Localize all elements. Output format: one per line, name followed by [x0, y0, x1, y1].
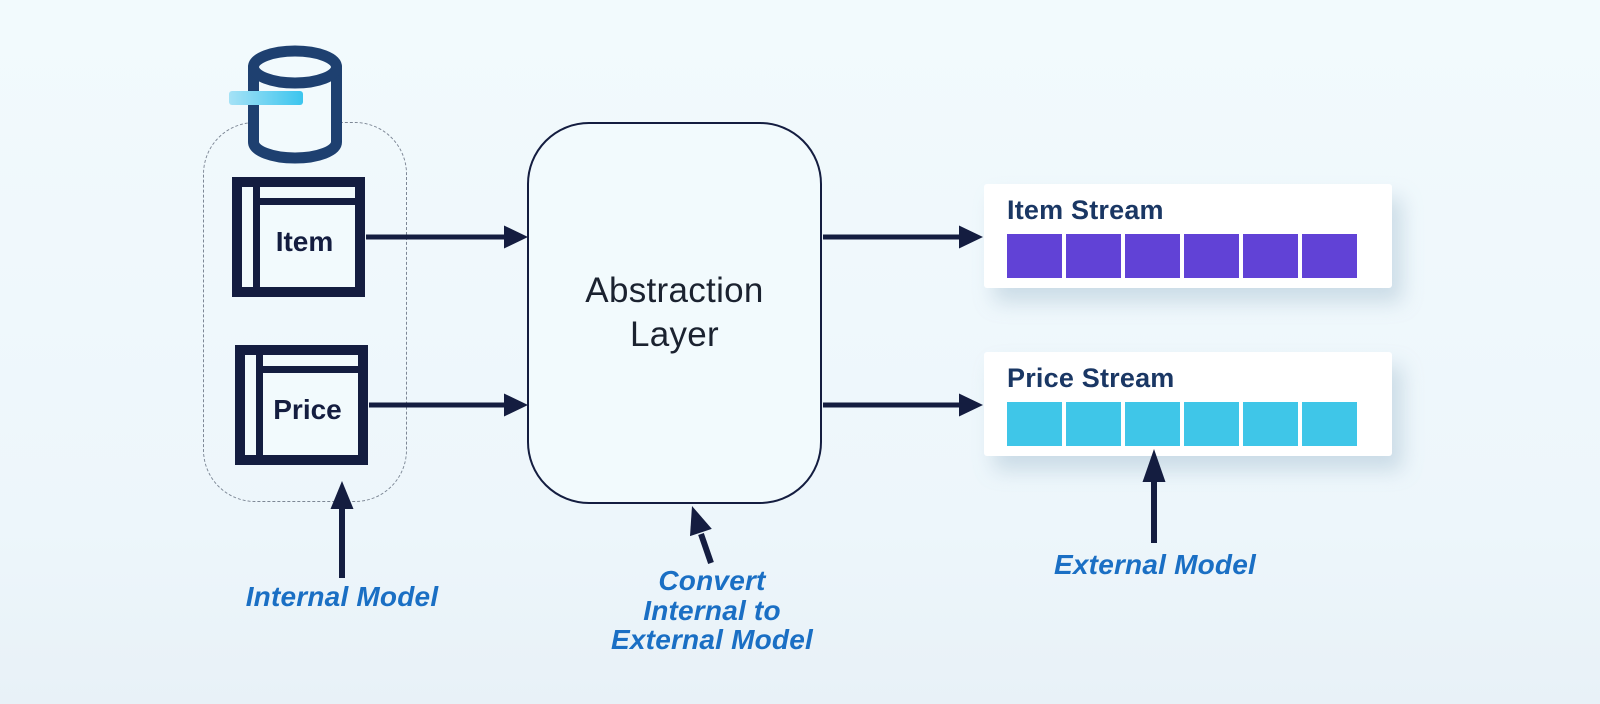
price-stream-blocks: [1007, 402, 1392, 446]
stream-block: [1066, 234, 1121, 278]
convert-caption: Convert Internal to External Model: [611, 565, 813, 655]
stream-block: [1007, 402, 1062, 446]
convert-arrow: [690, 506, 714, 564]
item-table: Item: [232, 177, 365, 297]
external-model-caption: External Model: [1054, 549, 1256, 580]
stream-block: [1302, 402, 1357, 446]
price-table: Price: [235, 345, 368, 465]
stream-block: [1066, 402, 1121, 446]
stream-block: [1184, 402, 1239, 446]
stream-block: [1243, 234, 1298, 278]
price-stream-card: Price Stream: [984, 352, 1392, 456]
table-header-line: [260, 198, 355, 205]
price-stream-title: Price Stream: [1007, 363, 1175, 393]
item-stream-blocks: [1007, 234, 1392, 278]
stream-block: [1243, 402, 1298, 446]
item-stream-title: Item Stream: [1007, 195, 1164, 225]
stream-block: [1184, 234, 1239, 278]
table-column-line: [256, 355, 263, 455]
table-column-line: [253, 187, 260, 287]
table-header-line: [263, 366, 358, 373]
abstraction-layer-title: Abstraction Layer: [585, 271, 764, 354]
stream-block: [1302, 234, 1357, 278]
stream-block: [1125, 234, 1180, 278]
item-output-arrow: [823, 225, 983, 249]
database-highlight-bar: [229, 91, 303, 105]
stream-block: [1125, 402, 1180, 446]
price-output-arrow: [823, 393, 983, 417]
external-model-arrow: [1142, 449, 1166, 543]
internal-model-caption: Internal Model: [245, 581, 439, 612]
item-stream-card: Item Stream: [984, 184, 1392, 288]
stream-block: [1007, 234, 1062, 278]
item-table-label: Item: [275, 226, 334, 257]
price-table-label: Price: [273, 394, 342, 425]
abstraction-layer-box: Abstraction Layer: [527, 122, 822, 504]
